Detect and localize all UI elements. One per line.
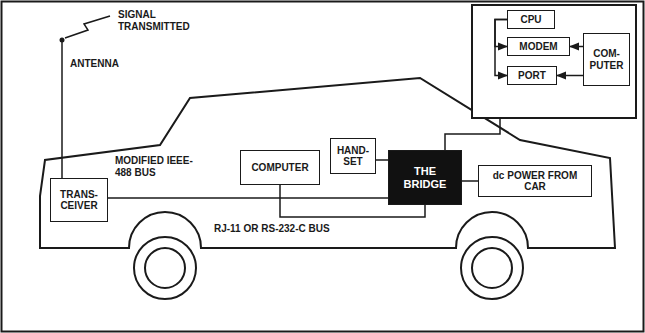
- signal-zigzag: [65, 16, 110, 38]
- box-label: PORT: [518, 70, 546, 82]
- process-box: MODEM: [507, 37, 570, 57]
- box-label: MODEM: [519, 41, 557, 53]
- antenna-mast: [61, 42, 63, 178]
- inset-frame: [472, 5, 636, 118]
- bus-line: [495, 20, 507, 47]
- inset-leader: [445, 118, 500, 150]
- power-box: dc POWER FROM CAR: [478, 165, 592, 197]
- bus-line: [557, 75, 583, 77]
- box-label: COM- PUTER: [588, 48, 625, 71]
- transceiver-box: TRANS- CEIVER: [50, 178, 108, 222]
- bus-label: MODIFIED IEEE-488 BUS: [113, 155, 197, 178]
- box-label: dc POWER FROM CAR: [483, 170, 587, 193]
- bridge-box: THE BRIDGE: [388, 150, 462, 205]
- bus-line: [495, 20, 507, 76]
- bus-label: RJ-11 OR RS-232-C BUS: [212, 223, 376, 235]
- box-label: CPU: [520, 14, 541, 26]
- bus-line: [570, 46, 583, 48]
- process-box: PORT: [507, 66, 557, 86]
- box-label: COMPUTER: [251, 162, 308, 174]
- car-wheels: [134, 237, 523, 299]
- callout-label: ANTENNA: [68, 58, 152, 70]
- callout-label: SIGNAL TRANSMITTED: [116, 9, 215, 32]
- bus-line: [462, 180, 478, 182]
- process-box: COM- PUTER: [583, 33, 630, 86]
- box-label: THE BRIDGE: [393, 165, 457, 190]
- bus-line: [376, 159, 388, 161]
- process-box: CPU: [507, 10, 555, 30]
- bus-line: [108, 197, 388, 199]
- antenna-tip: [60, 38, 65, 43]
- handset-box: HAND- SET: [330, 138, 376, 174]
- box-label: HAND- SET: [335, 145, 371, 168]
- computer-box: COMPUTER: [240, 150, 320, 185]
- box-label: TRANS- CEIVER: [55, 189, 103, 212]
